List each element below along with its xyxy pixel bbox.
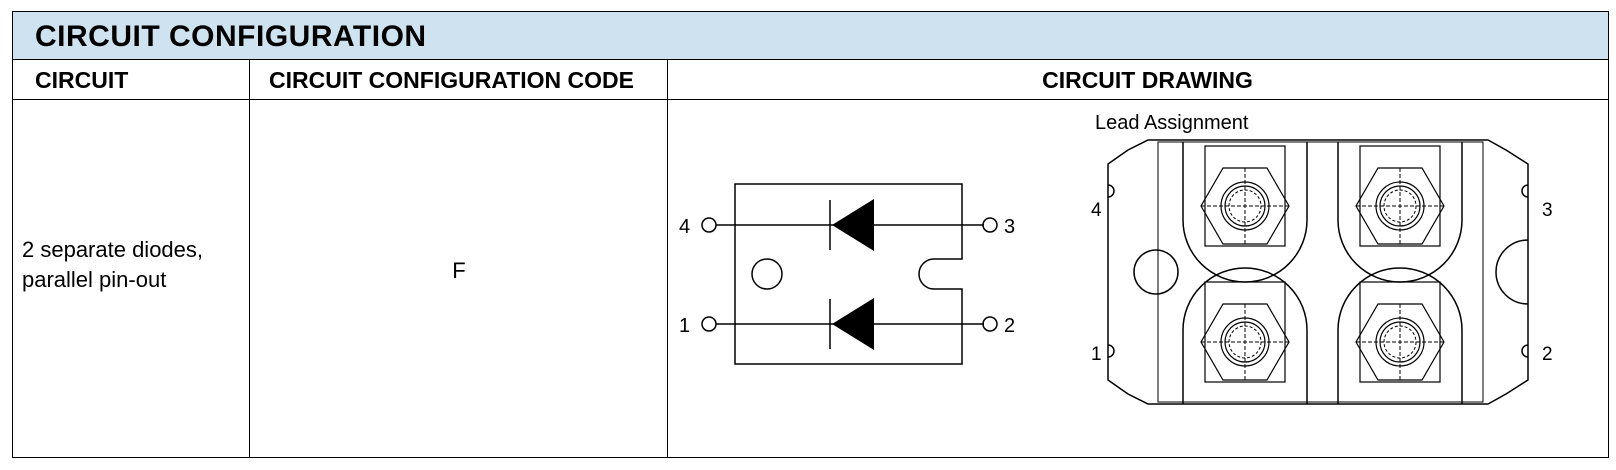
mounting-hole-icon <box>751 258 783 290</box>
schematic-pin-3: 3 <box>1004 216 1015 238</box>
lead-assignment-label: Lead Assignment <box>1095 112 1249 134</box>
header-circuit: CIRCUIT <box>13 60 257 100</box>
package-body <box>1107 139 1529 405</box>
package-pin-2: 2 <box>1542 344 1553 365</box>
diode-bottom-icon <box>832 298 874 350</box>
circuit-description: 2 separate diodes, parallel pin-out <box>22 235 203 295</box>
schematic-pin-1: 1 <box>679 315 690 337</box>
circuit-line-2: parallel pin-out <box>22 267 167 292</box>
pin-4-terminal <box>701 217 717 233</box>
diode-top-icon <box>832 199 874 251</box>
package-pin-1: 1 <box>1091 344 1102 365</box>
package-mount-hole-icon <box>1133 249 1179 295</box>
pin-2-terminal <box>982 316 998 332</box>
header-drawing: CIRCUIT DRAWING <box>687 60 1608 100</box>
terminal-3-icon <box>1355 145 1445 247</box>
package-pin-3: 3 <box>1542 200 1553 221</box>
title-bar: CIRCUIT CONFIGURATION <box>13 12 1608 60</box>
table-title: CIRCUIT CONFIGURATION <box>35 20 427 53</box>
header-code: CIRCUIT CONFIGURATION CODE <box>257 60 687 100</box>
circuit-configuration-table: CIRCUIT CONFIGURATION CIRCUIT CIRCUIT CO… <box>12 11 1609 458</box>
pin-3-terminal <box>982 217 998 233</box>
schematic-pin-4: 4 <box>679 216 690 238</box>
terminal-2-icon <box>1355 281 1445 383</box>
pin-1-terminal <box>701 316 717 332</box>
package-drawing: 4 3 1 2 <box>1091 139 1553 405</box>
circuit-line-1: 2 separate diodes, <box>22 237 204 262</box>
column-divider <box>249 60 250 457</box>
terminal-1-icon <box>1200 281 1290 383</box>
schematic-pin-2: 2 <box>1004 315 1015 337</box>
column-divider <box>667 60 668 457</box>
package-pin-4: 4 <box>1091 200 1102 221</box>
diode-schematic: 4 3 1 2 <box>679 183 1015 365</box>
schematic-outline <box>734 183 963 365</box>
configuration-code: F <box>452 258 466 283</box>
terminal-4-icon <box>1200 145 1290 247</box>
